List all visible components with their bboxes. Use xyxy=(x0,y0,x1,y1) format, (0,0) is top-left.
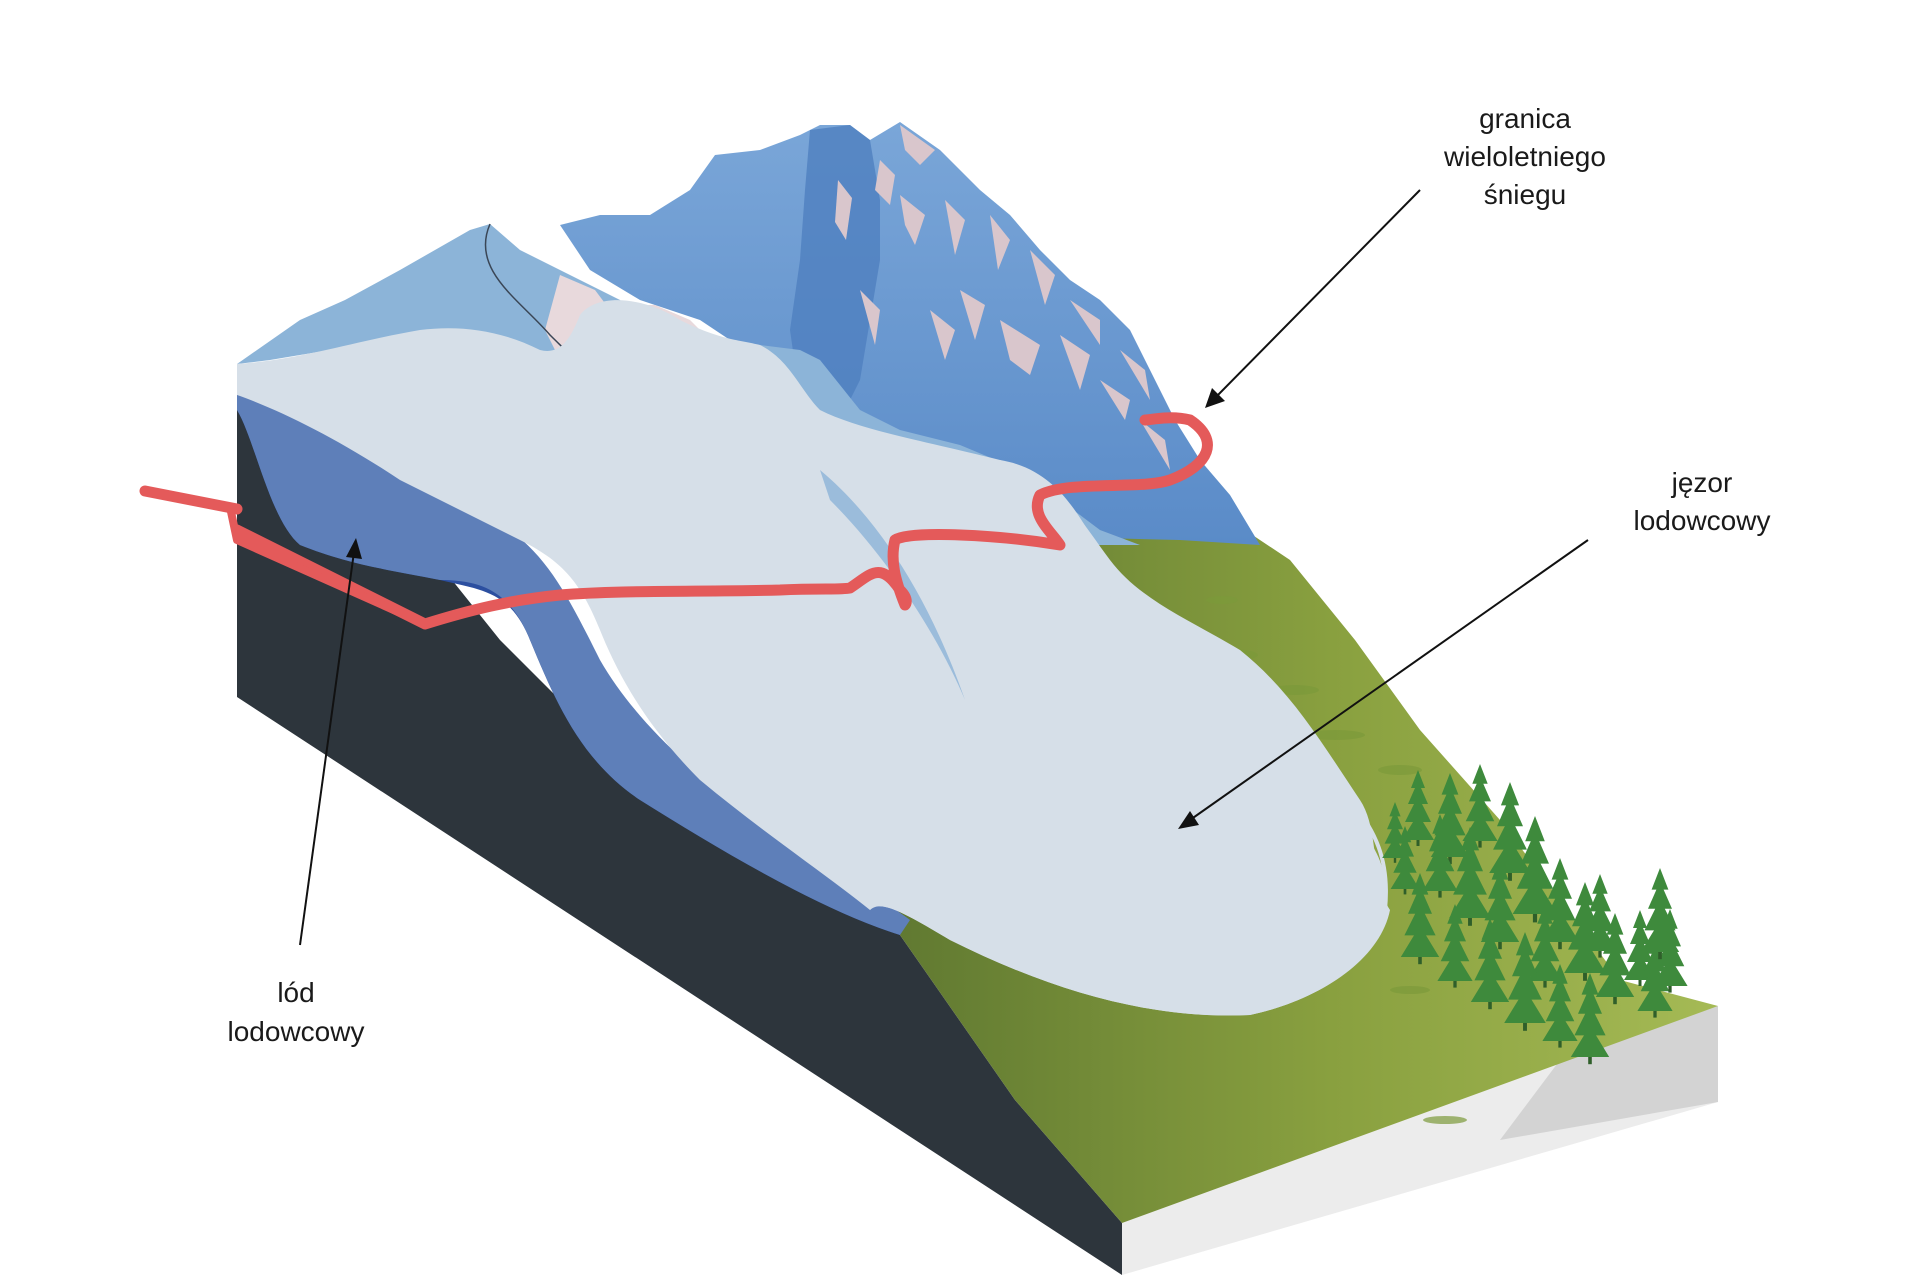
mountain-peak xyxy=(560,122,1260,545)
label-ice: lód lodowcowy xyxy=(228,977,365,1047)
label-snowline-line2: wieloletniego xyxy=(1443,141,1606,172)
snowline xyxy=(139,412,1213,630)
label-tongue-line2: lodowcowy xyxy=(1634,505,1771,536)
label-snowline-line1: granica xyxy=(1479,103,1571,134)
glacier-ice-section-mid xyxy=(237,395,910,935)
base-front-shade xyxy=(1500,1006,1718,1140)
mountain-ridge-shadow xyxy=(790,125,880,420)
arrow-tongue xyxy=(1178,539,1589,829)
glacier-tongue xyxy=(860,460,1387,1016)
snowline-section xyxy=(144,487,427,628)
rock-patches xyxy=(835,125,1170,470)
conifer-tree xyxy=(1640,868,1680,960)
label-tongue: jęzor lodowcowy xyxy=(1634,467,1771,536)
glacier xyxy=(237,300,1390,1016)
mountain xyxy=(560,122,1260,545)
label-snowline-line3: śniegu xyxy=(1484,179,1567,210)
label-ice-line1: lód xyxy=(277,977,314,1008)
label-snowline: granica wieloletniego śniegu xyxy=(1443,103,1606,210)
arrow-snowline xyxy=(1205,189,1421,408)
label-ice-line2: lodowcowy xyxy=(228,1016,365,1047)
glacier-crevasse xyxy=(820,470,965,700)
arrow-ice xyxy=(299,538,362,946)
arrows xyxy=(299,189,1589,946)
tongue-edge xyxy=(1039,518,1388,911)
label-tongue-line1: jęzor xyxy=(1671,467,1733,498)
